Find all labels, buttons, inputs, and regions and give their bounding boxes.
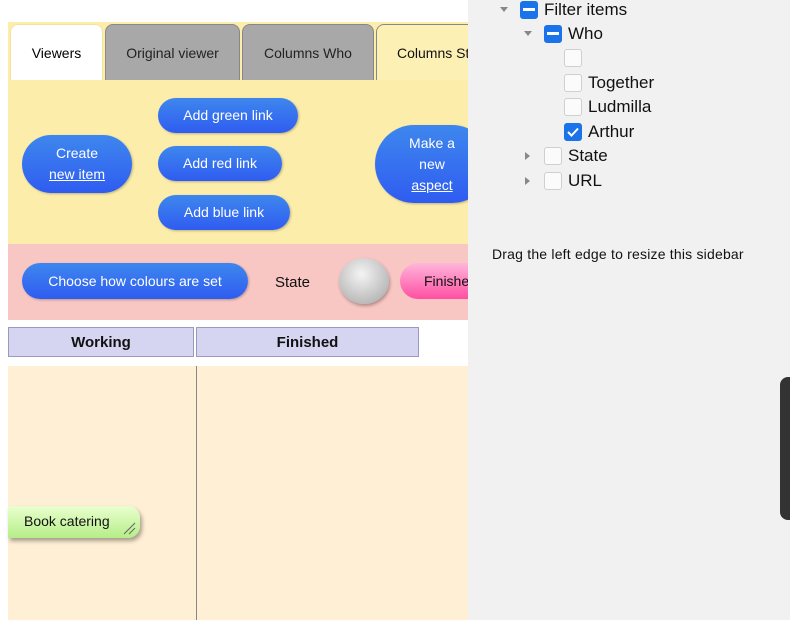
default-colour-swatch[interactable] bbox=[339, 258, 389, 304]
caret-right-icon[interactable] bbox=[522, 150, 534, 162]
main-view: Viewers Original viewer Columns Who Colu… bbox=[8, 22, 470, 620]
sidebar-resize-hint: Drag the left edge to resize this sideba… bbox=[492, 246, 744, 262]
button-label-line: Make a bbox=[409, 134, 455, 151]
colour-bar: Choose how colours are set State Finishe… bbox=[8, 244, 470, 320]
empty-who-checkbox[interactable] bbox=[564, 49, 582, 67]
column-header-working: Working bbox=[8, 327, 194, 357]
button-label: Add green link bbox=[183, 107, 273, 123]
board-item[interactable]: Book catering bbox=[8, 506, 140, 538]
state-checkbox[interactable] bbox=[544, 147, 562, 165]
tree-node-ludmilla: Ludmilla bbox=[564, 97, 651, 117]
kanban-board bbox=[8, 366, 470, 620]
tab-viewers[interactable]: Viewers bbox=[10, 24, 103, 80]
button-label: Add red link bbox=[183, 155, 257, 171]
add-red-link-button[interactable]: Add red link bbox=[158, 146, 282, 181]
tree-node-label: Who bbox=[568, 24, 603, 43]
column-divider bbox=[196, 366, 197, 620]
column-header-finished: Finished bbox=[196, 327, 419, 357]
tree-node-label: State bbox=[568, 146, 608, 165]
caret-right-icon[interactable] bbox=[522, 175, 534, 187]
tab-columns-who[interactable]: Columns Who bbox=[242, 24, 374, 80]
tree-node-label: Filter items bbox=[544, 0, 628, 19]
item-label: Book catering bbox=[24, 513, 110, 529]
tree-node-empty-who bbox=[564, 49, 588, 67]
button-label: Add blue link bbox=[183, 204, 265, 220]
filter-sidebar: Filter items Who Together Ludmilla Arthu… bbox=[468, 0, 790, 620]
column-title: Working bbox=[71, 333, 131, 351]
tree-node-label: Arthur bbox=[588, 122, 635, 141]
check-icon bbox=[567, 127, 579, 137]
tree-node-label: Together bbox=[588, 73, 655, 92]
tab-original-viewer[interactable]: Original viewer bbox=[105, 24, 240, 80]
choose-colours-button[interactable]: Choose how colours are set bbox=[22, 263, 248, 299]
create-new-item-button[interactable]: Create new item bbox=[22, 135, 132, 193]
tab-label: Viewers bbox=[31, 44, 82, 61]
filter-items-checkbox[interactable] bbox=[520, 1, 538, 19]
who-checkbox[interactable] bbox=[544, 25, 562, 43]
button-label-line: Create bbox=[55, 145, 99, 161]
caret-down-icon[interactable] bbox=[522, 28, 534, 40]
tree-node-label: URL bbox=[568, 171, 603, 190]
caret-down-icon[interactable] bbox=[498, 4, 510, 16]
tab-label: Columns St bbox=[397, 44, 470, 61]
swatch-label: Finished bbox=[424, 273, 470, 289]
arthur-checkbox[interactable] bbox=[564, 123, 582, 141]
column-title: Finished bbox=[276, 333, 339, 351]
tree-node-arthur: Arthur bbox=[564, 122, 634, 142]
add-green-link-button[interactable]: Add green link bbox=[158, 98, 298, 133]
tree-node-label: Ludmilla bbox=[588, 97, 652, 116]
tree-node-state: State bbox=[522, 146, 608, 166]
tree-node-filter-items: Filter items bbox=[498, 0, 627, 20]
button-label-line: new item bbox=[48, 166, 106, 182]
button-label-line: new bbox=[419, 155, 445, 172]
add-blue-link-button[interactable]: Add blue link bbox=[158, 195, 290, 230]
item-toolbar: Create new item Add green link Add red l… bbox=[8, 80, 470, 244]
colour-state-label: State bbox=[275, 274, 311, 291]
viewer-tab-bar: Viewers Original viewer Columns Who Colu… bbox=[8, 22, 470, 80]
tab-columns-state[interactable]: Columns St bbox=[376, 24, 470, 80]
tree-node-together: Together bbox=[564, 73, 654, 93]
together-checkbox[interactable] bbox=[564, 74, 582, 92]
tab-label: Original viewer bbox=[126, 44, 219, 61]
tree-node-who: Who bbox=[522, 24, 603, 44]
button-label-line: aspect bbox=[411, 176, 453, 193]
url-checkbox[interactable] bbox=[544, 172, 562, 190]
finished-colour-swatch[interactable]: Finished bbox=[400, 263, 470, 299]
sidebar-toggle-handle[interactable] bbox=[780, 377, 790, 520]
button-label: Choose how colours are set bbox=[48, 272, 222, 289]
resize-grip-icon[interactable] bbox=[122, 521, 136, 535]
ludmilla-checkbox[interactable] bbox=[564, 98, 582, 116]
tab-label: Columns Who bbox=[264, 44, 352, 61]
make-new-aspect-button[interactable]: Make a new aspect bbox=[375, 125, 470, 203]
tree-node-url: URL bbox=[522, 171, 602, 191]
